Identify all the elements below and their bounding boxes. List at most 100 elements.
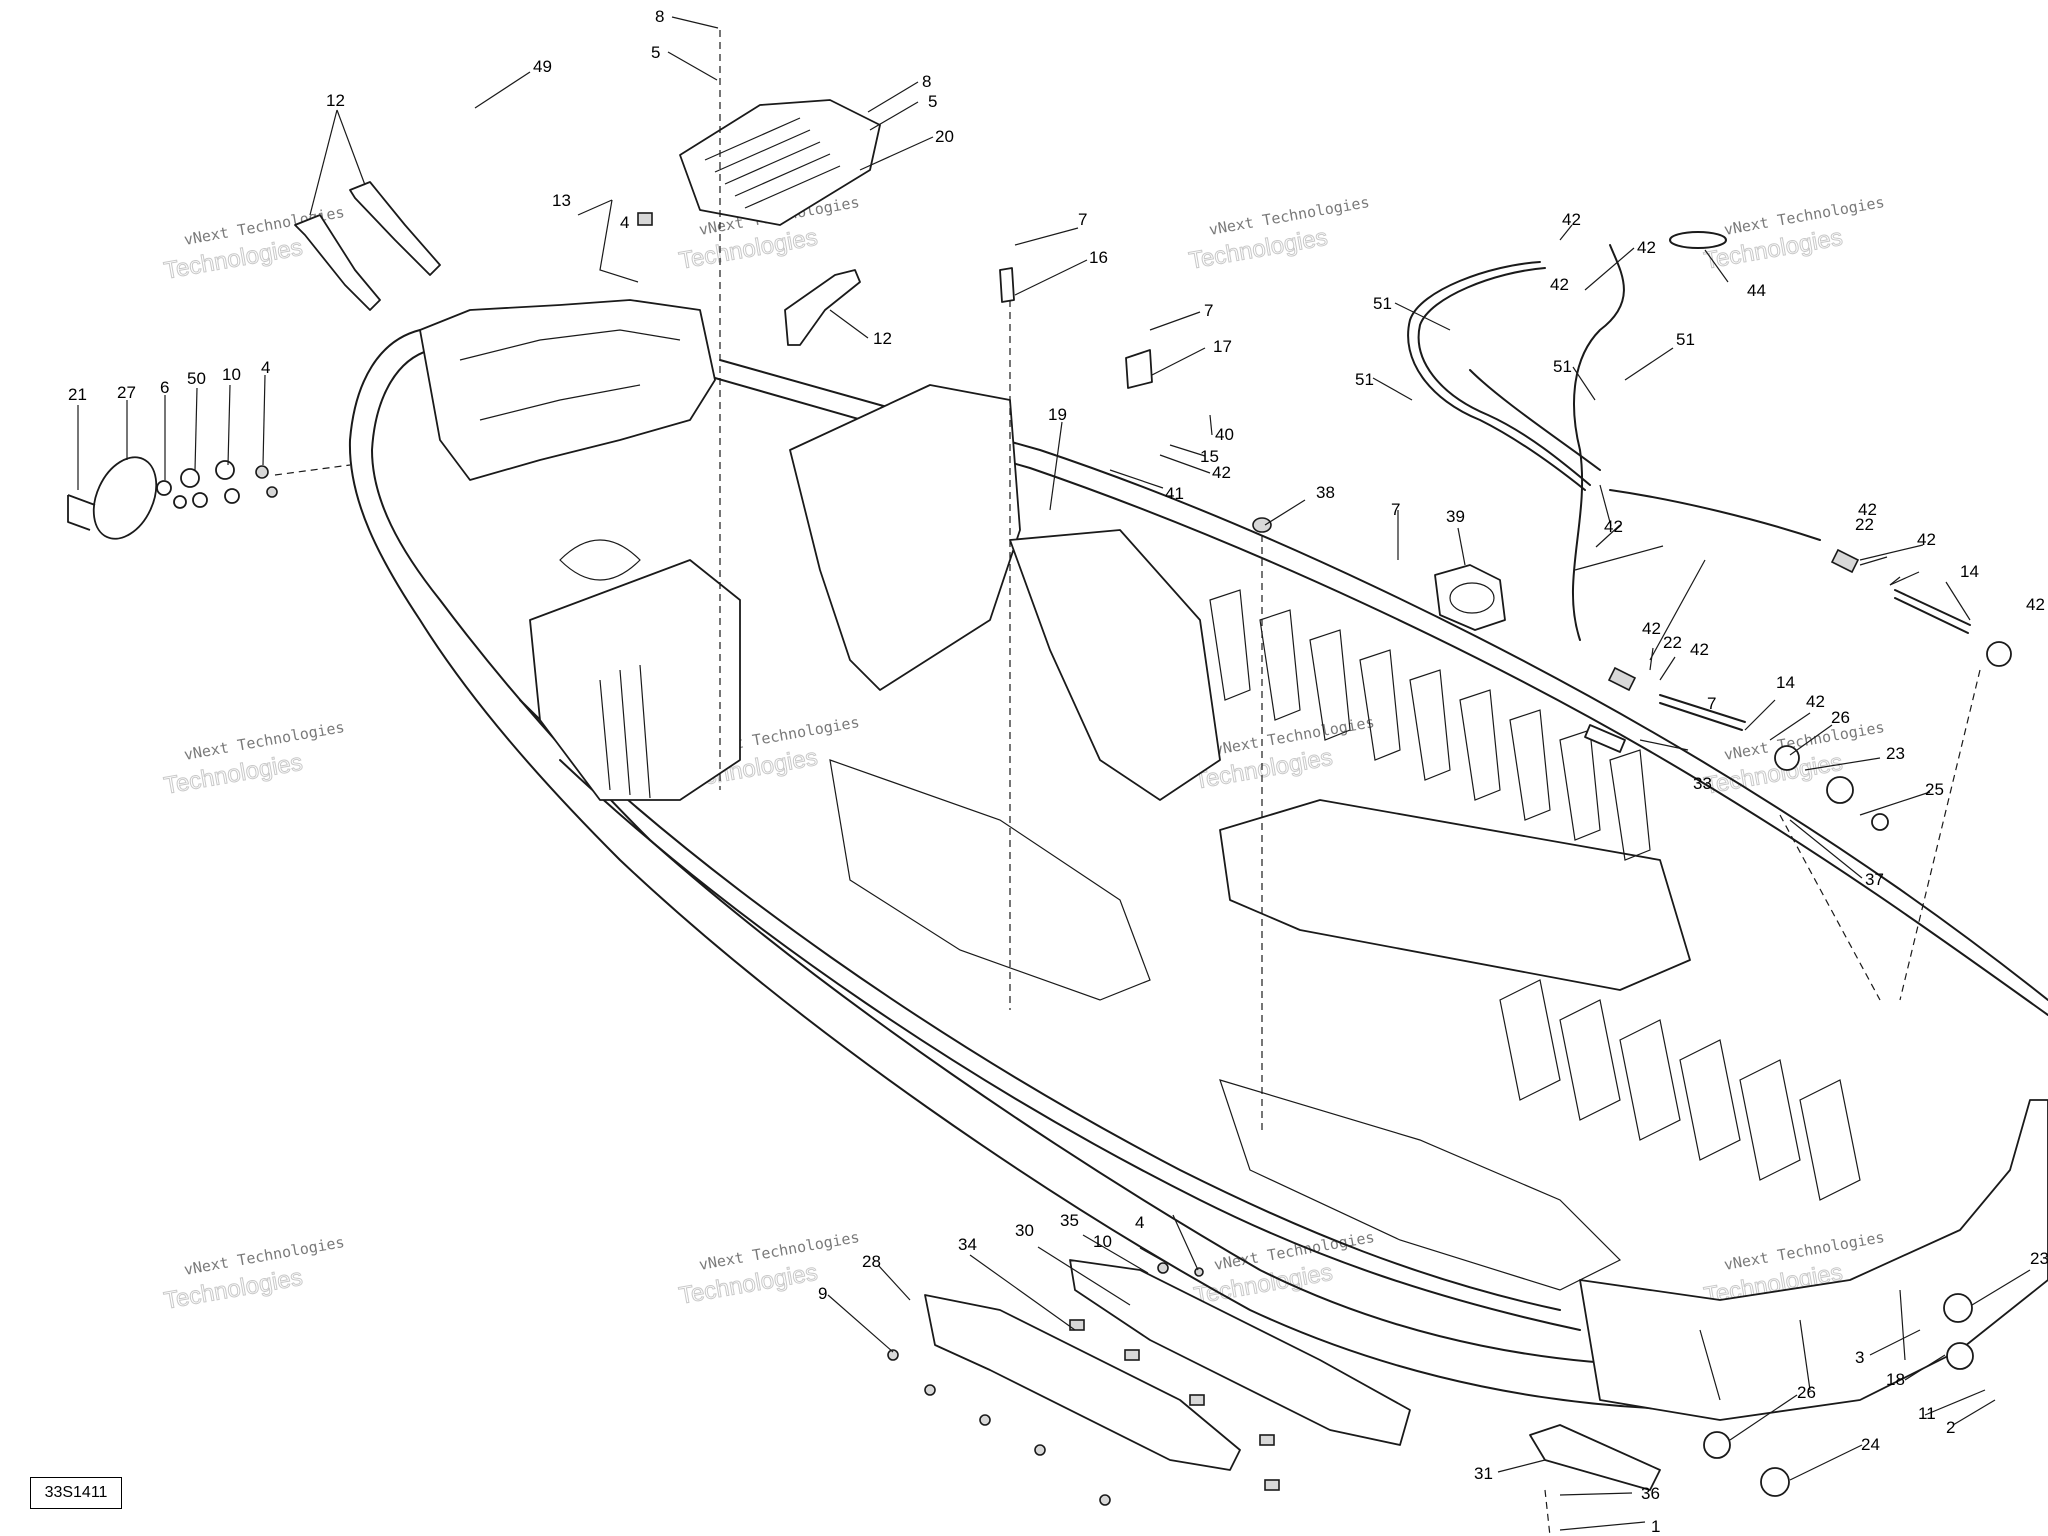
callout: 27 xyxy=(117,383,136,402)
callout: 51 xyxy=(1553,357,1572,376)
transom xyxy=(1579,1099,2048,1421)
front-console-stripes xyxy=(599,664,651,799)
callout: 41 xyxy=(1165,484,1184,503)
callout: 21 xyxy=(68,385,87,404)
watermark: vNext Technologies Technologies xyxy=(161,718,345,800)
watermark: vNext Technologies Technologies xyxy=(161,1233,345,1315)
bracket xyxy=(999,267,1015,303)
washer xyxy=(192,492,208,508)
callout: 14 xyxy=(1776,673,1795,692)
callout: 42 xyxy=(1550,275,1569,294)
bracket xyxy=(1125,349,1153,389)
hull-keel-line xyxy=(559,759,1581,1331)
front-handle-recess xyxy=(559,539,641,581)
watermark: vNext Technologies Technologies xyxy=(1186,193,1370,275)
callout: 31 xyxy=(1474,1464,1493,1483)
callout: 10 xyxy=(222,365,241,384)
callout: 44 xyxy=(1747,281,1766,300)
washer xyxy=(156,480,172,496)
washer xyxy=(224,488,240,504)
vent-hose xyxy=(1469,369,1601,471)
callout: 36 xyxy=(1641,1484,1660,1503)
bilge-fitting xyxy=(1774,745,1800,771)
callout: 7 xyxy=(1707,694,1716,713)
callout: 51 xyxy=(1373,294,1392,313)
hose xyxy=(1659,702,1743,731)
cover-panel xyxy=(679,99,881,226)
watermark: vNext Technologies Technologies xyxy=(1701,193,1885,275)
callout: 20 xyxy=(935,127,954,146)
grab-handle-strap xyxy=(784,269,861,346)
grab-handle xyxy=(349,181,441,276)
deck-ribs xyxy=(1209,589,1861,1201)
callout: 14 xyxy=(1960,562,1979,581)
reference-code-label: 33S1411 xyxy=(30,1477,122,1509)
vent-hose xyxy=(1571,244,1625,641)
bilge-fitting xyxy=(1946,1342,1974,1370)
sponson-right xyxy=(1069,1259,1411,1446)
callout: 42 xyxy=(1690,640,1709,659)
callout: 4 xyxy=(1135,1213,1144,1232)
u-bolt xyxy=(67,494,96,531)
callout: 28 xyxy=(862,1252,881,1271)
bilge-fitting xyxy=(1943,1293,1973,1323)
hose xyxy=(1894,589,1971,626)
vent-fitting-ring xyxy=(1449,582,1495,614)
callout: 23 xyxy=(2030,1249,2048,1268)
leader-lines xyxy=(77,16,2031,1531)
check-valve xyxy=(1830,548,1860,574)
vent-hose xyxy=(1417,267,1591,486)
drain-plug xyxy=(1252,517,1272,533)
callout: 42 xyxy=(1212,463,1231,482)
bilge-fitting xyxy=(1986,641,2012,667)
callout: 42 xyxy=(1858,500,1877,519)
watermark-line2: Technologies xyxy=(677,1259,820,1310)
callout: 11 xyxy=(1918,1404,1936,1423)
callout: 8 xyxy=(922,72,931,91)
callout: 42 xyxy=(1806,692,1825,711)
callout: 2 xyxy=(1946,1418,1955,1437)
nut xyxy=(255,465,269,479)
hose xyxy=(1894,597,1969,634)
callout: 25 xyxy=(1925,780,1944,799)
hull-gunwale-inner xyxy=(714,377,2048,1016)
hull-body xyxy=(348,299,2048,1421)
assembly-lines xyxy=(274,30,1981,1536)
clip-bracket xyxy=(599,199,639,283)
callout: 42 xyxy=(1562,210,1581,229)
callout: 12 xyxy=(873,329,892,348)
transom-detail xyxy=(1699,1289,1906,1401)
clip xyxy=(637,212,653,226)
callout: 42 xyxy=(1642,619,1661,638)
watermark-line2: Technologies xyxy=(1702,224,1845,275)
callout: 24 xyxy=(1861,1435,1880,1454)
bilge-fitting xyxy=(1703,1431,1731,1459)
fuel-sender xyxy=(1584,724,1626,753)
sponson-left xyxy=(924,1294,1241,1471)
callout: 34 xyxy=(958,1235,977,1254)
callout: 6 xyxy=(160,378,169,397)
callout: 50 xyxy=(187,369,206,388)
left-footwell-floor xyxy=(829,759,1151,1001)
callout: 51 xyxy=(1676,330,1695,349)
callout: 19 xyxy=(1048,405,1067,424)
callouts: 8 5 49 12 8 5 20 13 4 7 16 12 7 17 42 42… xyxy=(68,7,2048,1536)
watermark-line2: Technologies xyxy=(162,1264,305,1315)
bilge-fitting xyxy=(1871,813,1889,831)
callout: 30 xyxy=(1015,1221,1034,1240)
callout: 18 xyxy=(1886,1370,1905,1389)
callout: 7 xyxy=(1078,210,1087,229)
bilge-fitting xyxy=(1760,1467,1790,1497)
callout: 42 xyxy=(1637,238,1656,257)
callout: 15 xyxy=(1200,447,1219,466)
callout: 33 xyxy=(1693,774,1712,793)
callout: 39 xyxy=(1446,507,1465,526)
callout: 22 xyxy=(1855,515,1874,534)
callout: 49 xyxy=(533,57,552,76)
watermark-line2: Technologies xyxy=(677,224,820,275)
hose xyxy=(1659,694,1746,723)
callout: 12 xyxy=(326,91,345,110)
callout: 42 xyxy=(1917,530,1936,549)
check-valve xyxy=(1607,666,1637,692)
